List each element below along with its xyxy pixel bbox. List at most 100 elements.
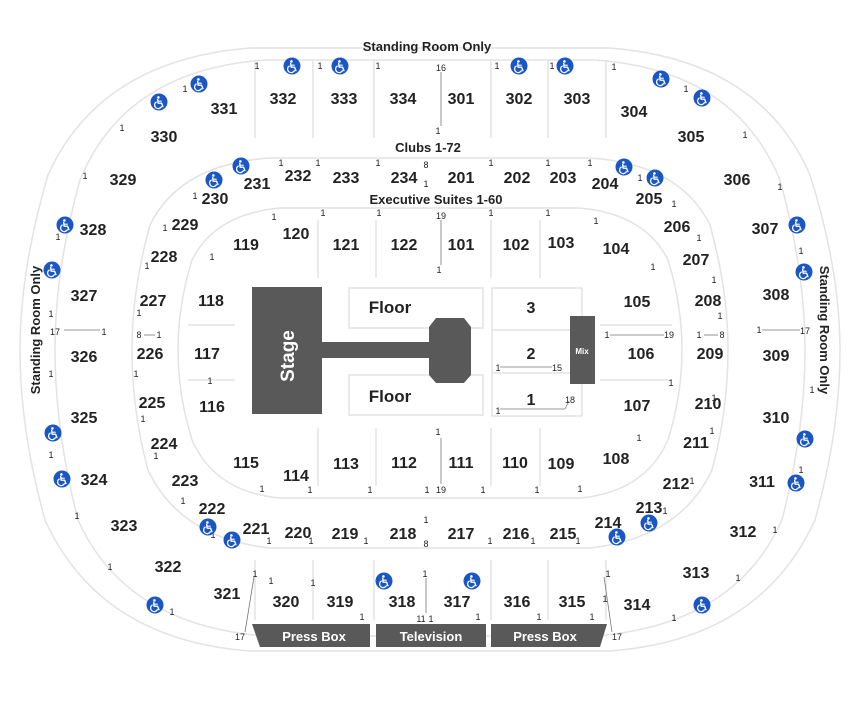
section-224[interactable]: 224 xyxy=(151,436,178,453)
section-318[interactable]: 318 xyxy=(389,594,416,611)
section-228[interactable]: 228 xyxy=(151,249,178,266)
section-112[interactable]: 112 xyxy=(391,455,417,472)
floor-bottom-label: Floor xyxy=(369,387,412,406)
section-232[interactable]: 232 xyxy=(285,168,312,185)
section-223[interactable]: 223 xyxy=(172,473,199,490)
section-108[interactable]: 108 xyxy=(603,451,630,468)
section-227[interactable]: 227 xyxy=(140,293,167,310)
section-114[interactable]: 114 xyxy=(283,468,309,485)
section-103[interactable]: 103 xyxy=(548,235,575,252)
section-225[interactable]: 225 xyxy=(139,395,166,412)
section-210[interactable]: 210 xyxy=(695,396,722,413)
section-312[interactable]: 312 xyxy=(730,524,757,541)
section-201[interactable]: 201 xyxy=(448,170,475,187)
section-217[interactable]: 217 xyxy=(448,526,475,543)
section-327[interactable]: 327 xyxy=(71,288,98,305)
section-202[interactable]: 202 xyxy=(504,170,531,187)
section-220[interactable]: 220 xyxy=(285,525,312,542)
section-222[interactable]: 222 xyxy=(199,501,226,518)
section-334[interactable]: 334 xyxy=(390,91,417,108)
section-315[interactable]: 315 xyxy=(559,594,586,611)
section-118[interactable]: 118 xyxy=(198,293,224,310)
section-107[interactable]: 107 xyxy=(624,398,651,415)
mix-label: Mix xyxy=(575,347,589,356)
section-111[interactable]: 111 xyxy=(449,455,474,472)
section-109[interactable]: 109 xyxy=(548,456,575,473)
section-226[interactable]: 226 xyxy=(137,346,164,363)
section-3[interactable]: 3 xyxy=(527,300,536,317)
section-230[interactable]: 230 xyxy=(202,191,229,208)
section-104[interactable]: 104 xyxy=(603,241,630,258)
section-302[interactable]: 302 xyxy=(506,91,533,108)
section-203[interactable]: 203 xyxy=(550,170,577,187)
section-211[interactable]: 211 xyxy=(683,435,709,452)
section-301[interactable]: 301 xyxy=(448,91,475,108)
section-1[interactable]: 1 xyxy=(527,392,536,409)
section-215[interactable]: 215 xyxy=(550,526,577,543)
section-106[interactable]: 106 xyxy=(628,346,655,363)
section-307[interactable]: 307 xyxy=(752,221,779,238)
section-319[interactable]: 319 xyxy=(327,594,354,611)
section-310[interactable]: 310 xyxy=(763,410,790,427)
section-321[interactable]: 321 xyxy=(214,586,241,603)
section-209[interactable]: 209 xyxy=(697,346,724,363)
section-102[interactable]: 102 xyxy=(503,237,530,254)
row-label: 1 xyxy=(545,208,550,218)
section-116[interactable]: 116 xyxy=(199,399,225,416)
section-328[interactable]: 328 xyxy=(80,222,107,239)
section-330[interactable]: 330 xyxy=(151,129,178,146)
section-331[interactable]: 331 xyxy=(211,101,238,118)
section-101[interactable]: 101 xyxy=(448,237,475,254)
section-122[interactable]: 122 xyxy=(391,237,418,254)
section-110[interactable]: 110 xyxy=(502,455,528,472)
section-320[interactable]: 320 xyxy=(273,594,300,611)
section-234[interactable]: 234 xyxy=(391,170,418,187)
section-313[interactable]: 313 xyxy=(683,565,710,582)
section-317[interactable]: 317 xyxy=(444,594,471,611)
section-333[interactable]: 333 xyxy=(331,91,358,108)
section-numbers[interactable]: 331 332 333 334 301 302 303 304 330 305 329 306 328 3… xyxy=(71,91,790,614)
section-119[interactable]: 119 xyxy=(233,237,259,254)
section-113[interactable]: 113 xyxy=(333,456,359,473)
section-212[interactable]: 212 xyxy=(663,476,690,493)
section-316[interactable]: 316 xyxy=(504,594,531,611)
section-332[interactable]: 332 xyxy=(270,91,297,108)
section-326[interactable]: 326 xyxy=(71,349,98,366)
section-306[interactable]: 306 xyxy=(724,172,751,189)
section-121[interactable]: 121 xyxy=(333,237,360,254)
section-219[interactable]: 219 xyxy=(332,526,359,543)
section-207[interactable]: 207 xyxy=(683,252,710,269)
section-303[interactable]: 303 xyxy=(564,91,591,108)
section-218[interactable]: 218 xyxy=(390,526,417,543)
section-216[interactable]: 216 xyxy=(503,526,530,543)
section-105[interactable]: 105 xyxy=(624,294,651,311)
section-205[interactable]: 205 xyxy=(636,191,663,208)
section-324[interactable]: 324 xyxy=(81,472,108,489)
row-label: 1 xyxy=(809,385,814,395)
section-2[interactable]: 2 xyxy=(527,346,536,363)
section-309[interactable]: 309 xyxy=(763,348,790,365)
section-214[interactable]: 214 xyxy=(595,515,622,532)
section-115[interactable]: 115 xyxy=(233,455,259,472)
section-120[interactable]: 120 xyxy=(283,226,310,243)
section-314[interactable]: 314 xyxy=(624,597,651,614)
section-208[interactable]: 208 xyxy=(695,293,722,310)
section-231[interactable]: 231 xyxy=(244,176,271,193)
row-label: 1 xyxy=(495,406,500,416)
section-304[interactable]: 304 xyxy=(621,104,648,121)
section-305[interactable]: 305 xyxy=(678,129,705,146)
section-323[interactable]: 323 xyxy=(111,518,138,535)
section-213[interactable]: 213 xyxy=(636,500,663,517)
section-311[interactable]: 311 xyxy=(749,474,775,491)
section-221[interactable]: 221 xyxy=(243,521,270,538)
section-233[interactable]: 233 xyxy=(333,170,360,187)
section-117[interactable]: 117 xyxy=(194,346,220,363)
section-329[interactable]: 329 xyxy=(110,172,137,189)
section-325[interactable]: 325 xyxy=(71,410,98,427)
section-322[interactable]: 322 xyxy=(155,559,182,576)
section-204[interactable]: 204 xyxy=(592,176,619,193)
row-label: 16 xyxy=(436,63,446,73)
section-229[interactable]: 229 xyxy=(172,217,199,234)
section-206[interactable]: 206 xyxy=(664,219,691,236)
section-308[interactable]: 308 xyxy=(763,287,790,304)
